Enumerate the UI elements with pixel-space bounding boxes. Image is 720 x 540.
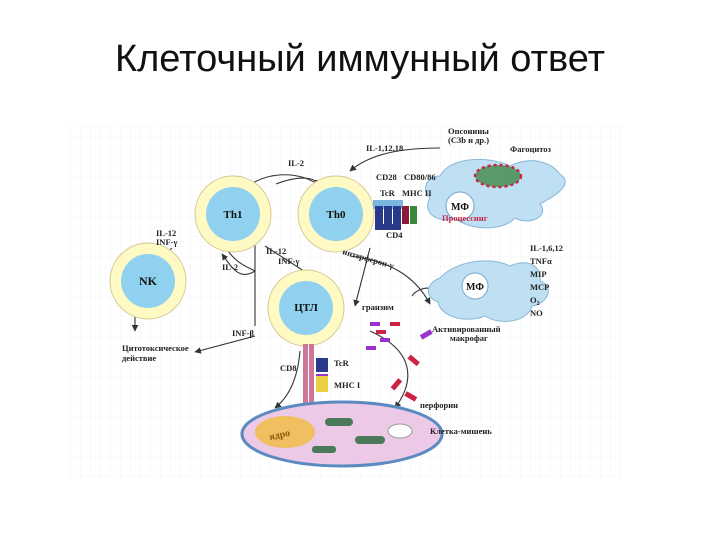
cd8-stalk-2 xyxy=(309,344,314,409)
tcr-mhc-ii-complex xyxy=(373,200,417,230)
label-o2: O2 xyxy=(530,295,540,307)
granule-2 xyxy=(376,330,386,334)
label-tcr-bottom: TcR xyxy=(334,358,350,368)
ctl-receptor-stalk xyxy=(303,344,328,409)
th0-label: Th0 xyxy=(327,209,346,221)
tcr-block-1 xyxy=(375,206,383,224)
immune-response-diagram: Th1 Th0 NK ЦТЛ МФ МФ Опсонины (С3b и др.… xyxy=(70,126,622,478)
perforin-pore xyxy=(387,423,413,439)
label-mhc-i: МНС I xyxy=(334,380,361,390)
label-phagocytosis: Фагоцитоз xyxy=(510,144,552,154)
label-cd28: CD28 xyxy=(376,172,397,182)
label-opsonins-2: (С3b и др.) xyxy=(448,135,489,145)
th0-nucleus xyxy=(309,187,363,241)
tcr-block-2 xyxy=(384,206,392,224)
arrow-ctl-target xyxy=(274,350,301,409)
label-il-12-mid-1: IL-12 xyxy=(266,246,286,256)
label-cd80-86: CD80/86 xyxy=(404,172,436,182)
label-no: NO xyxy=(530,308,543,318)
granule-1 xyxy=(370,322,380,326)
target-organelle-1 xyxy=(325,418,353,426)
label-il-12-left-1: IL-12 xyxy=(156,228,176,238)
cd8-stalk-1 xyxy=(303,344,308,409)
opsonized-bacterium xyxy=(473,163,523,189)
target-nucleus xyxy=(255,416,315,448)
slide-title: Клеточный иммунный ответ xyxy=(114,38,606,80)
granule-6 xyxy=(419,329,433,340)
th1-label: Th1 xyxy=(224,209,243,221)
target-organelle-3 xyxy=(312,446,336,453)
label-cytotoxic-2: действие xyxy=(122,353,156,363)
tcr-bottom-block xyxy=(316,358,328,372)
label-il-12-mid-2: INF-γ xyxy=(278,256,299,266)
granule-7 xyxy=(407,354,420,367)
mhc-ii-block-2 xyxy=(410,206,417,224)
diagram-labels: Опсонины (С3b и др.) Фагоцитоз IL-1,12,1… xyxy=(122,126,563,443)
arrow-inf-b xyxy=(194,335,256,354)
label-il-1-12-18: IL-1,12,18 xyxy=(366,143,403,153)
label-mip: MIP xyxy=(530,269,547,279)
label-mhc-ii: МНС II xyxy=(402,188,432,198)
label-cd4: CD4 xyxy=(386,230,403,240)
label-activated-1: Активированный xyxy=(432,324,501,334)
label-processing: Процессинг xyxy=(442,213,488,223)
label-tcr-top: TcR xyxy=(380,188,396,198)
cd4-block xyxy=(375,224,401,230)
nk-nucleus xyxy=(121,254,175,308)
tcr-bar-1 xyxy=(373,200,403,209)
arrow-il-2-top xyxy=(247,174,321,187)
arrow-il-1-12-18 xyxy=(349,147,441,172)
mhc-i-block-2 xyxy=(316,376,328,392)
granule-8 xyxy=(390,378,403,391)
label-il-1-6-12: IL-1,6,12 xyxy=(530,243,563,253)
ctl-label: ЦТЛ xyxy=(294,302,318,314)
mf-bottom-nucleus xyxy=(461,272,489,300)
label-cd8: CD8 xyxy=(280,363,297,373)
target-organelle-2 xyxy=(355,436,385,444)
label-il-2-top: IL-2 xyxy=(288,158,304,168)
label-activated-2: макрофаг xyxy=(450,333,488,343)
nk-label: NK xyxy=(139,274,158,288)
label-nucleus: ядро xyxy=(268,428,291,443)
mf-top-nucleus xyxy=(445,191,475,221)
label-target-cell: Клетка-мишень xyxy=(430,426,492,436)
mf-bottom-label: МФ xyxy=(466,282,484,293)
arrow-th0-to-ctl xyxy=(353,247,371,307)
arrow-il-2-back xyxy=(221,253,256,276)
ctl-nucleus xyxy=(279,281,333,335)
th1-nucleus xyxy=(206,187,260,241)
macrophage-bottom xyxy=(427,260,549,322)
label-il-12-left-2: INF-γ xyxy=(156,237,177,247)
label-granzyme: гранзим xyxy=(362,302,394,312)
granule-4 xyxy=(390,322,400,326)
mf-top-label: МФ xyxy=(451,202,469,213)
label-mcp: MCP xyxy=(530,282,549,292)
label-opsonins-1: Опсонины xyxy=(448,126,489,136)
granule-3 xyxy=(380,338,390,342)
arrow-interferon xyxy=(349,255,431,305)
label-tnf: TNFα xyxy=(530,256,552,266)
tcr-block-3 xyxy=(393,206,401,224)
label-il-2-mid: IL-2 xyxy=(222,262,238,272)
label-inf-b: INF-β xyxy=(232,328,254,338)
granule-9 xyxy=(404,391,418,402)
granule-5 xyxy=(366,346,376,350)
label-cytotoxic-1: Цитотоксическое xyxy=(122,343,189,353)
label-perforin: перфорин xyxy=(420,400,458,410)
mhc-ii-block-1 xyxy=(402,206,409,224)
arrow-perforin xyxy=(369,330,409,409)
